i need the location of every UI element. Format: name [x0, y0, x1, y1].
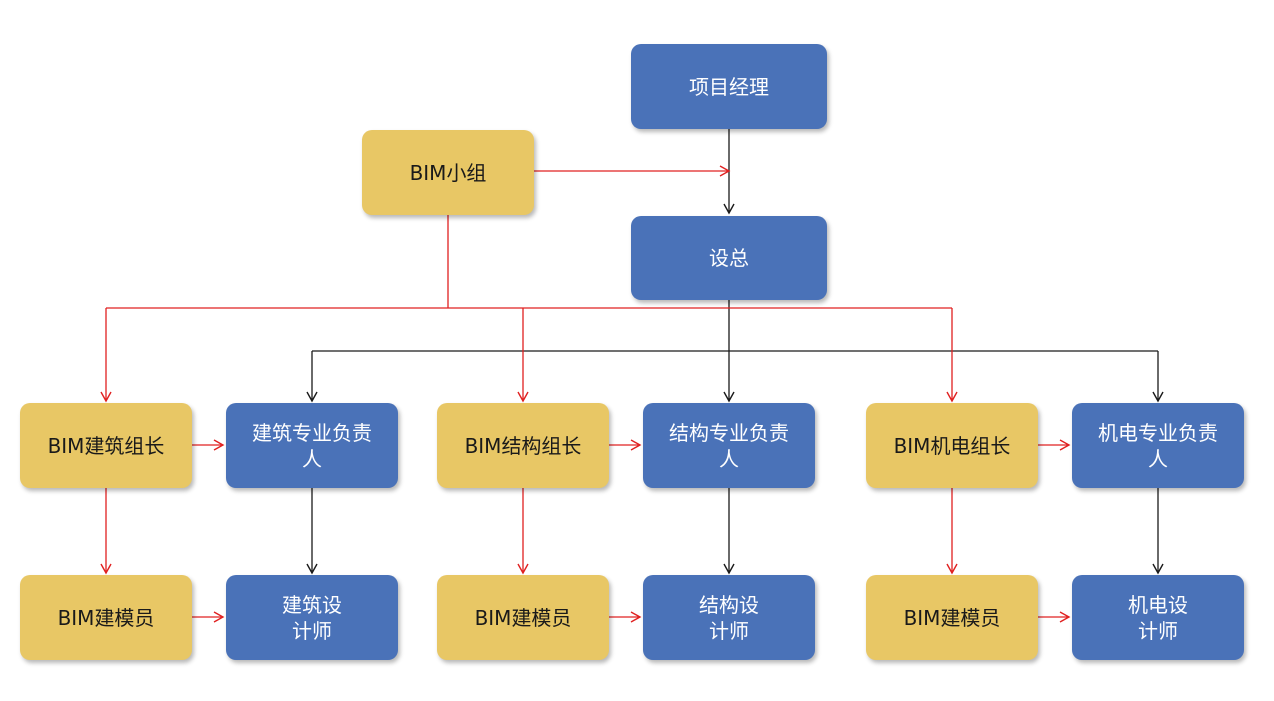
chief-designer-box: 设总 — [631, 216, 827, 300]
bim-struct-lead-box: BIM结构组长 — [437, 403, 609, 488]
red-connectors — [100, 165, 1071, 623]
struct-lead-box: 结构专业负责 人 — [643, 403, 815, 488]
bim-modeler-mep-box: BIM建模员 — [866, 575, 1038, 660]
mep-designer-box: 机电设 计师 — [1072, 575, 1244, 660]
bim-modeler-arch-box: BIM建模员 — [20, 575, 192, 660]
arch-lead-box: 建筑专业负责 人 — [226, 403, 398, 488]
project-manager-box: 项目经理 — [631, 44, 827, 129]
arch-designer-box: 建筑设 计师 — [226, 575, 398, 660]
bim-arch-lead-box: BIM建筑组长 — [20, 403, 192, 488]
black-connectors — [306, 129, 1164, 575]
struct-designer-box: 结构设 计师 — [643, 575, 815, 660]
bim-team-box: BIM小组 — [362, 130, 534, 215]
mep-lead-box: 机电专业负责 人 — [1072, 403, 1244, 488]
bim-mep-lead-box: BIM机电组长 — [866, 403, 1038, 488]
bim-modeler-struct-box: BIM建模员 — [437, 575, 609, 660]
